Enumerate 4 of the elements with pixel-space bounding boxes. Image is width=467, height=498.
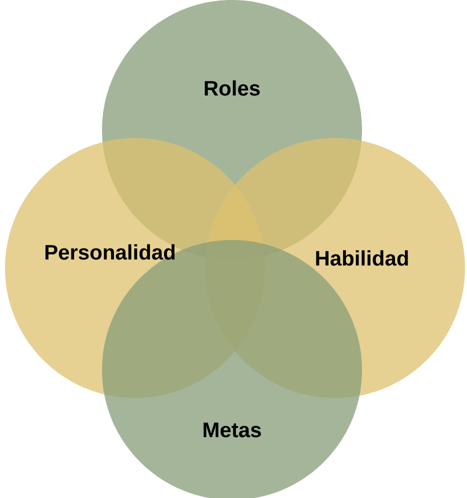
circle-label: Habilidad (316, 250, 408, 266)
circle-label: Personalidad (45, 244, 175, 260)
circle-label: Roles (204, 80, 260, 96)
circle-label: Metas (204, 422, 261, 438)
